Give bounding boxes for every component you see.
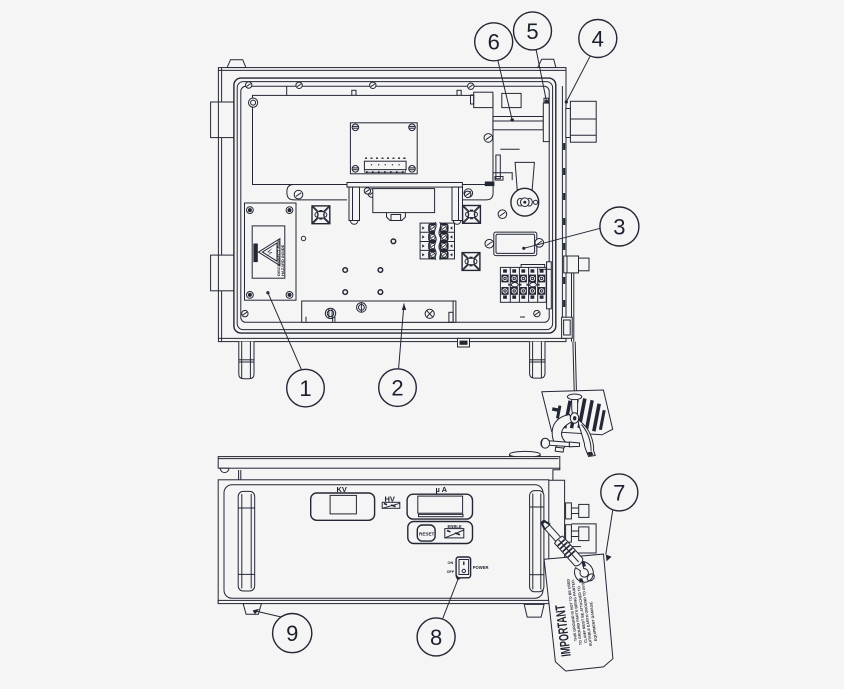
svg-text:HV: HV (385, 495, 395, 504)
svg-text:6: 6 (488, 30, 500, 55)
svg-text:7: 7 (613, 480, 625, 505)
svg-text:KV: KV (337, 485, 347, 494)
svg-text:5: 5 (526, 19, 538, 44)
svg-text:THIS GROUND IS NOT TO BE USED: THIS GROUND IS NOT TO BE USED (566, 578, 578, 641)
svg-text:DISCONNECT PWR: DISCONNECT PWR (276, 239, 281, 276)
svg-text:POWER: POWER (473, 565, 489, 570)
svg-text:3: 3 (613, 214, 625, 239)
svg-text:4: 4 (592, 26, 604, 51)
svg-text:9: 9 (286, 621, 298, 646)
svg-text:EQUIPMENT DAMAGE.: EQUIPMENT DAMAGE. (589, 601, 598, 642)
svg-text:OFF: OFF (447, 570, 455, 574)
svg-text:ON: ON (448, 561, 454, 565)
svg-text:8: 8 (430, 625, 442, 650)
svg-text:ENBLE: ENBLE (448, 524, 462, 529)
svg-text:IMPORTANT: IMPORTANT (552, 604, 573, 658)
svg-text:2: 2 (391, 376, 403, 401)
svg-text:µ A: µ A (436, 485, 448, 494)
svg-text:RESET: RESET (419, 532, 435, 537)
svg-text:HAZARD INSIDE: HAZARD INSIDE (280, 244, 285, 276)
svg-text:1: 1 (299, 376, 311, 401)
svg-text:CLAMP MUST BE ATTACHED TO: CLAMP MUST BE ATTACHED TO (577, 586, 588, 644)
